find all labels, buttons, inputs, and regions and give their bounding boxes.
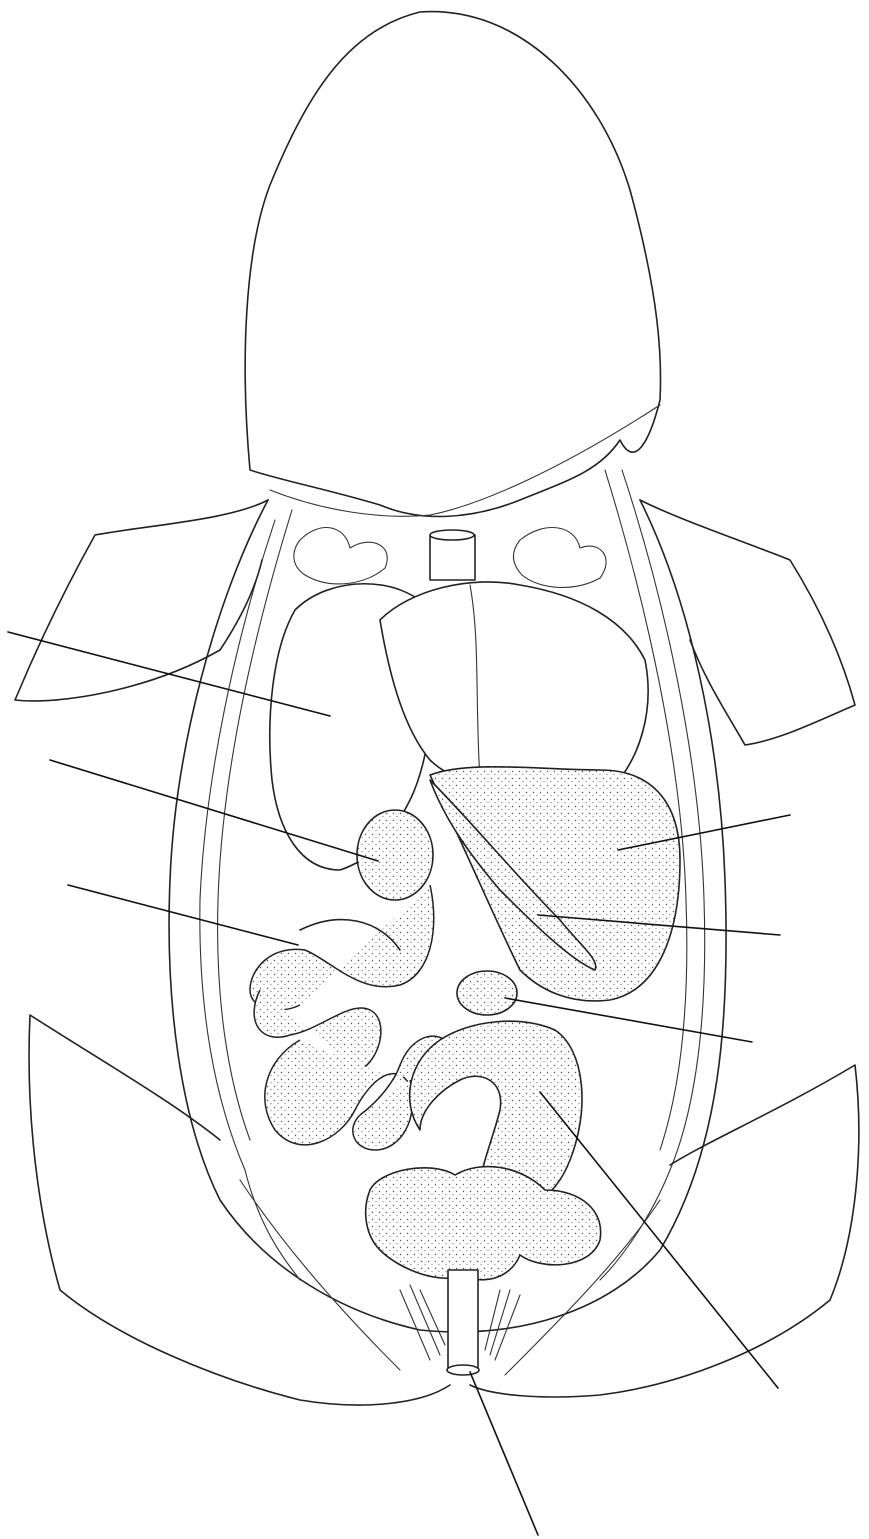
frog-head (245, 12, 660, 517)
stomach (430, 767, 680, 1001)
right-forelimb (640, 500, 855, 745)
left-forelimb (15, 500, 268, 701)
spleen (457, 971, 517, 1015)
esophagus (430, 535, 475, 580)
esophagus-opening (430, 530, 474, 540)
body-wall-left-inner (218, 510, 292, 1140)
leader-line-small-intestine (68, 885, 298, 945)
cloaca (447, 1365, 479, 1375)
left-lung (294, 528, 387, 584)
bladder (366, 1167, 601, 1280)
right-lung (514, 528, 607, 588)
rectum (448, 1270, 478, 1370)
gallbladder (357, 810, 433, 900)
